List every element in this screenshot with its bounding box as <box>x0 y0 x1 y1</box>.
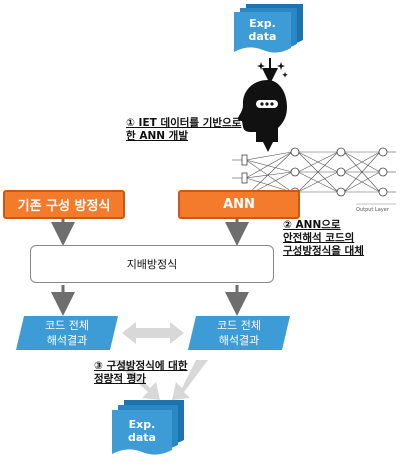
step1-line2: 한 ANN 개발 <box>126 130 188 142</box>
exp-data-top-line2: data <box>248 30 277 43</box>
step3-note: ③ 구성방정식에 대한 정량적 평가 <box>94 360 187 386</box>
step3-line1: ③ 구성방정식에 대한 <box>94 360 188 372</box>
exp-data-bottom-line2: data <box>128 431 156 444</box>
step2-note: ② ANN으로 안전해석 코드의 구성방정식을 대체 <box>283 219 364 258</box>
exp-data-bottom-label: Exp. data <box>112 418 172 444</box>
result-right-line1: 코드 전체 <box>217 319 261 332</box>
step2-line2: 안전해석 코드의 <box>283 232 355 244</box>
exp-data-top-line1: Exp. <box>249 17 276 30</box>
result-right-line2: 해석결과 <box>218 334 260 347</box>
ann-label: ANN <box>223 197 255 212</box>
existing-equation-box: 기존 구성 방정식 <box>3 190 125 219</box>
result-right-label: 코드 전체 해석결과 <box>190 318 288 348</box>
exp-data-top-label: Exp. data <box>234 17 291 43</box>
governing-equation-box: 지배방정식 <box>30 245 274 283</box>
converge-arrows <box>112 360 208 400</box>
ann-box: ANN <box>178 190 300 219</box>
result-left-line2: 해석결과 <box>46 334 88 347</box>
result-left-shape <box>16 316 118 350</box>
sparkle-icon <box>257 62 288 78</box>
step3-line2: 정량적 평가 <box>94 373 146 385</box>
result-left-label: 코드 전체 해석결과 <box>18 318 116 348</box>
step2-line1: ② ANN으로 <box>283 219 341 231</box>
network-caption: Output Layer <box>356 207 390 213</box>
step1-note: ① IET 데이터를 기반으로 한 ANN 개발 <box>126 117 241 143</box>
result-right-shape <box>188 316 290 350</box>
step1-line1: ① IET 데이터를 기반으로 <box>126 117 242 129</box>
head-ai-icon <box>237 80 287 142</box>
exp-data-top-icon <box>234 4 303 53</box>
exp-data-bottom-icon <box>112 400 184 455</box>
result-left-line1: 코드 전체 <box>45 319 89 332</box>
step2-line3: 구성방정식을 대체 <box>283 245 364 257</box>
compare-double-arrow <box>122 322 184 344</box>
exp-data-bottom-line1: Exp. <box>128 418 156 431</box>
existing-equation-label: 기존 구성 방정식 <box>17 199 111 214</box>
governing-equation-label: 지배방정식 <box>126 258 178 271</box>
